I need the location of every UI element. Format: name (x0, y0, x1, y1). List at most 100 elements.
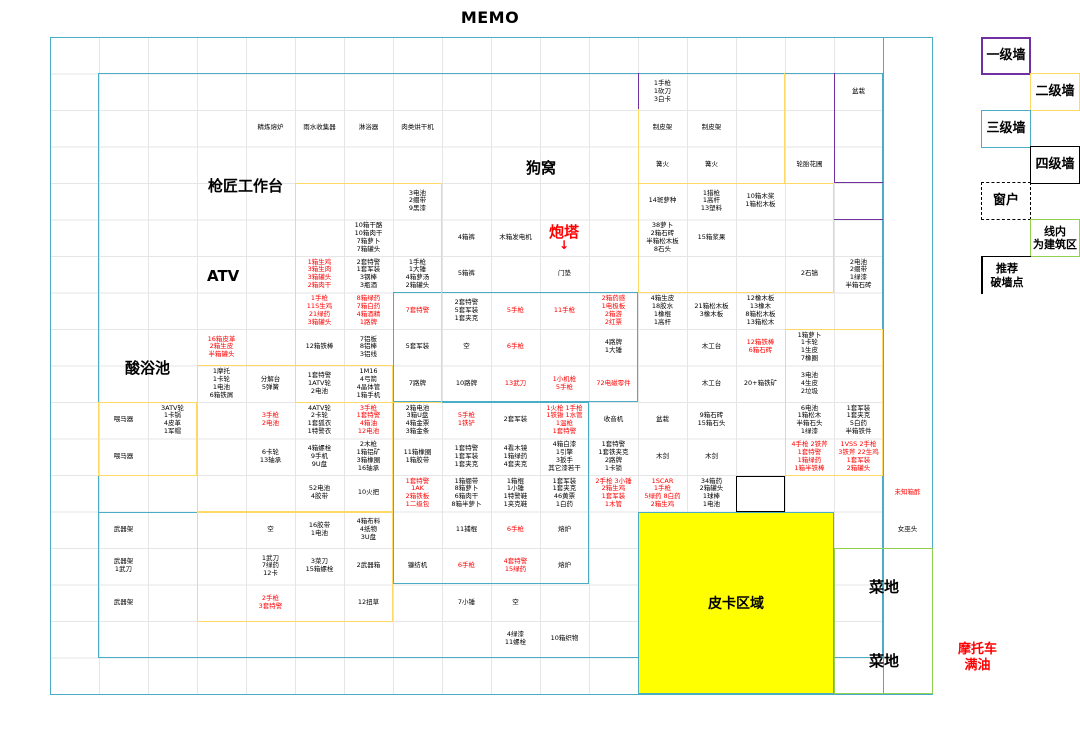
grid-cell-label: 轮胎花圃 (796, 159, 823, 168)
grid-cell-label: 武器架 (113, 597, 134, 606)
grid-cell-label: 11捕棍 (455, 524, 478, 533)
grid-cell-label: 14斑萝种 (648, 196, 677, 205)
grid-cell-label: 3ATV轮 1卡锅 4皮革 1军帽 (161, 403, 184, 436)
grid-cell-label: 11手枪 (553, 305, 576, 314)
grid-cell-label: 木工台 (701, 342, 722, 351)
yellow-room-c (197, 365, 393, 512)
grid-cell-label: 1SCAR 1手枪 5绿药 8白药 2箱生鸡 (644, 476, 681, 509)
grid-cell-label: 10箱木桨 1箱松木板 (745, 192, 776, 209)
grid-cell-label: 2手枪 3小锤 2箱生鸡 1套军装 1木管 (595, 476, 632, 509)
grid-cell-label: 喂马器 (113, 415, 134, 424)
grid-cell-label: 3手枪 1套特警 4箱油 12电池 (356, 403, 381, 436)
turret-arrow: ↓ (559, 238, 570, 252)
grid-cell-label: 1箱绷带 8箱萝卜 6箱肉干 8箱半萝卜 (451, 476, 482, 509)
yellow-room-f (197, 512, 393, 622)
grid-cell-label: 门垫 (558, 269, 571, 278)
grid-cell-label: 1猎枪 1高杆 13塑料 (700, 188, 723, 213)
grid-cell-label: 3菜刀 15箱螺栓 (305, 557, 334, 574)
grid-cell-label: 5手枪 (506, 305, 525, 314)
legend-level1: 一级墙 (981, 37, 1031, 75)
pickup-zone: 皮卡区域 (638, 512, 834, 694)
grid-cell-label: 1火枪 1手枪 1铁锹 1水管 1温枪 1套特警 (546, 403, 583, 436)
purple-wall-b (834, 219, 883, 220)
grid-cell-label: 20+箱铁矿 (743, 378, 778, 387)
grid-cell-label: 肉类烘干机 (401, 123, 434, 132)
grid-cell-label: 2套特警 1套军装 3钢棒 3瓶酒 (356, 257, 381, 290)
grid-cell-label: 2手枪 3套特警 (258, 593, 283, 610)
grid-cell-label: 空 (512, 597, 519, 606)
grid-cell-label: 制皮架 (652, 123, 673, 132)
grid-cell-label: 3电池 2绷带 9黑漆 (408, 188, 427, 213)
grid-cell-label: 6电池 1箱松木 半箱石头 1绿漆 (796, 403, 823, 436)
grid-cell-label: 1箱生鸡 3箱生肉 3箱罐头 2箱肉干 (307, 257, 332, 290)
turret-label: 炮塔 (549, 223, 580, 241)
legend-level4: 四级墙 (1030, 146, 1080, 184)
grid-cell-label: 4箱布料 4纸物 3U盘 (356, 517, 381, 541)
grid-cell-label: 喂马器 (113, 451, 134, 460)
pickup-label: 皮卡区域 (708, 596, 764, 612)
purple-wall-a (834, 73, 883, 183)
acid-label: 酸浴池 (125, 359, 171, 377)
grid-cell-label: 1套特警 1AK 2箱铁板 1二级包 (405, 476, 430, 509)
grid-cell-label: 3电池 4生皮 2垃圾 (800, 371, 819, 395)
grid-cell-label: 9箱石砖 15箱石头 (697, 411, 726, 428)
grid-cell-label: 2箱药感 1电极板 2箱游 2红票 (601, 294, 626, 326)
grid-cell-label: 2电池 2绷带 1绿漆 半箱石砖 (845, 257, 872, 290)
grid-cell-label: 篝火 (705, 159, 718, 168)
yellow-room-b (638, 183, 834, 293)
grid-cell-label: 12箱铁棒 6箱石砖 (746, 338, 775, 355)
grid-cell-label: 4绿漆 11螺栓 (504, 630, 527, 647)
grid-cell-label: 6卡轮 13轴承 (259, 447, 282, 464)
grid-cell-label: 木剑 (656, 451, 669, 460)
grid-cell-label: 16胶带 1电池 (308, 520, 331, 537)
grid-cell-label: 7套特警 (405, 305, 430, 314)
grid-cell-label: 6手枪 (506, 342, 525, 351)
grid-cell-label: 1小机枪 5手枪 (552, 374, 577, 391)
grid-cell-label: 1M16 4弓箭 4晶体管 1箱手机 (356, 367, 381, 399)
veg-zone (834, 548, 933, 694)
grid-cell-label: 木工台 (701, 378, 722, 387)
legend-window: 窗户 (981, 182, 1031, 220)
grid-cell-label: 52电池 4胶带 (308, 484, 331, 501)
legend-breach: 推荐 破墙点 (981, 256, 1031, 294)
grid-cell-label: 1VSS 2手枪 3铁斧 22生鸡 1套军装 2箱罐头 (838, 440, 879, 472)
grid-cell-label: 女巫头 (897, 524, 918, 533)
grid-cell-label: 2套军装 (503, 415, 528, 424)
grid-cell-label: 制皮架 (701, 123, 722, 132)
grid-cell-label: 1箱萝卜 1卡轮 1生皮 7橡圈 (797, 330, 822, 363)
lower-room (393, 402, 589, 584)
grid-cell-label: 7铝板 8铝棒 3铝线 (359, 334, 378, 359)
grid-cell-label: 空 (463, 342, 470, 351)
legend-level3: 三级墙 (981, 110, 1031, 148)
grid-cell-label: 2石镐 (800, 269, 819, 278)
grid-cell-label: 6手枪 (506, 524, 525, 533)
grid-cell-label: 15箱浆果 (697, 232, 726, 241)
grid-cell-label: 4看木镜 1箱绿药 4套夹克 (503, 444, 528, 468)
gunsmith-label: 枪匠工作台 (208, 177, 284, 195)
grid-cell-label: 5手枪 1铁铲 (457, 411, 476, 428)
grid-cell-label: 篝火 (656, 159, 669, 168)
grid-cell-label: 6手枪 (457, 561, 476, 570)
grid-cell-label: 木剑 (705, 451, 718, 460)
legend-inside: 线内 为建筑区 (1030, 219, 1080, 257)
grid-cell-label: 12扭草 (357, 597, 380, 606)
grid-cell-label: 熔炉 (558, 524, 571, 533)
grid-cell-label: 2武器箱 (356, 561, 381, 570)
grid-cell-label: 7路牌 (408, 378, 427, 387)
grid-cell-label: 10箱织物 (550, 634, 579, 643)
grid-cell-label: 1套特警 1套铁夹克 2路牌 1卡锁 (598, 440, 629, 472)
grid-cell-label: 1套军装 1套夹克 46黄票 1白药 (552, 476, 577, 509)
grid-cell-label: 1箱棍 1小锤 1特警鞋 1夹克鞋 (503, 476, 528, 509)
grid-cell-label: 未知箱酢 (894, 488, 921, 497)
grid-cell-label: 4箱生皮 18胶水 1橡棍 1高杆 (650, 294, 675, 326)
grid-cell-label: 38萝卜 2箱石砖 半箱松木板 8石头 (646, 221, 679, 253)
doghouse-label: 狗窝 (526, 159, 557, 177)
grid-cell-label: 精炼熔炉 (257, 123, 284, 132)
grid-cell-label: 1摩托 1卡轮 1电池 6箱铁屑 (209, 367, 234, 399)
grid-cell-label: 12箱铁棒 (305, 342, 334, 351)
yellow-room-e (98, 402, 197, 476)
grid-cell-label: 2箱电池 3箱U盘 4箱金票 3箱金条 (405, 403, 430, 436)
moto-label: 摩托车 满油 (958, 642, 998, 674)
grid-cell-label: 3手枪 2电池 (261, 411, 280, 428)
grid-cell-label: 4套特警 15绿药 (503, 557, 528, 574)
